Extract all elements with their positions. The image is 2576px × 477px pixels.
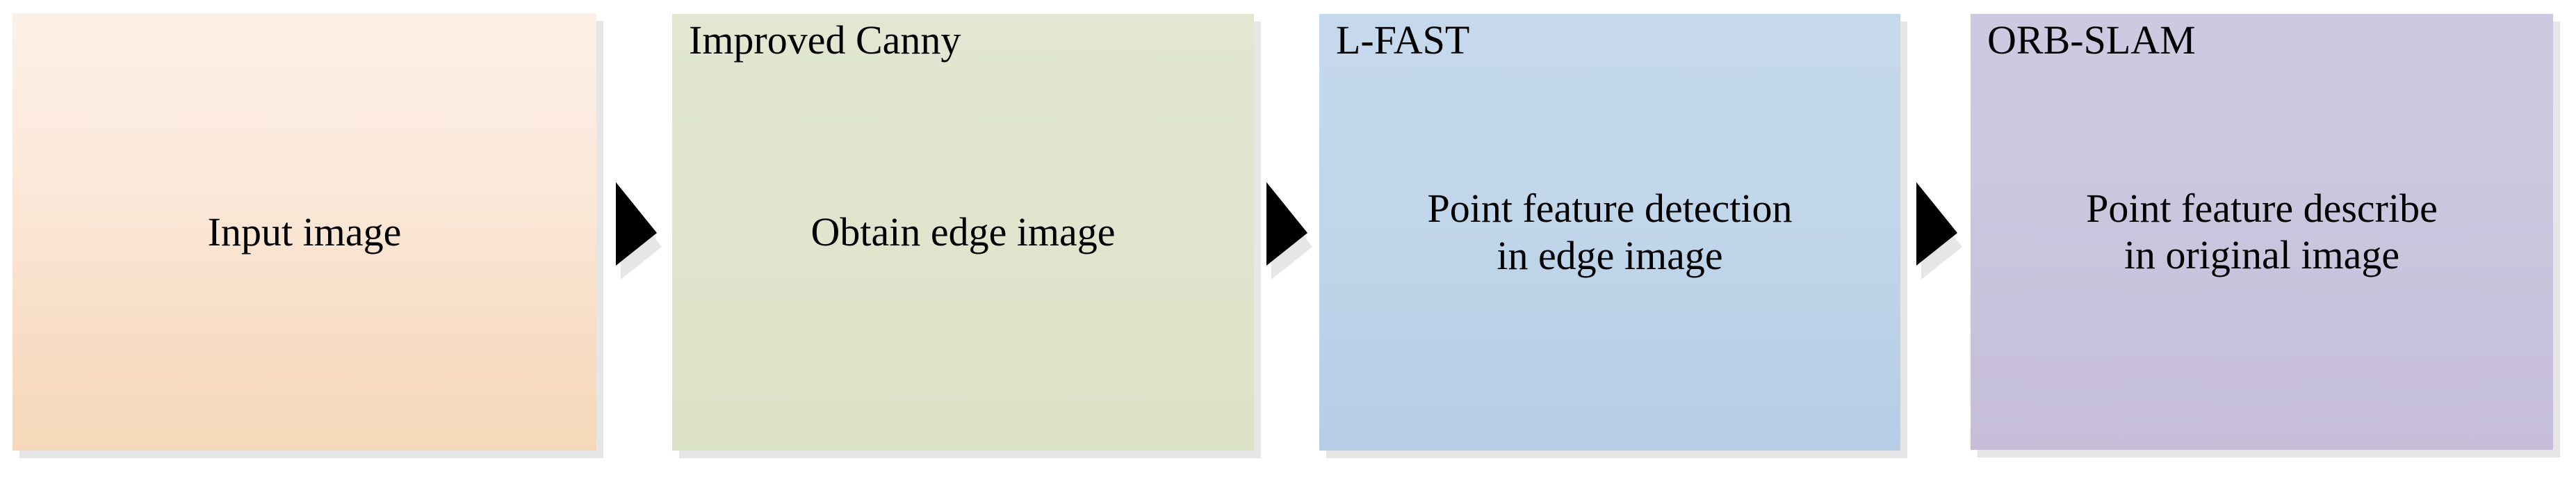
process-node-input-image[interactable]: Input image (13, 13, 603, 458)
arrow-canny-to-lfast (1266, 182, 1312, 280)
process-node-l-fast[interactable]: L-FAST Point feature detection in edge i… (1319, 14, 1907, 458)
node-text: Input image (13, 209, 596, 256)
arrow-right-icon (1266, 182, 1312, 280)
node-body: L-FAST Point feature detection in edge i… (1319, 14, 1900, 451)
node-text-line: in edge image (1497, 233, 1723, 278)
node-body: ORB-SLAM Point feature describe in origi… (1971, 14, 2553, 450)
node-text-line: Input image (207, 209, 402, 254)
arrow-lfast-to-orbslam (1916, 182, 1962, 280)
process-node-orb-slam[interactable]: ORB-SLAM Point feature describe in origi… (1971, 14, 2560, 458)
node-text-line: Obtain edge image (810, 209, 1116, 255)
node-body: Improved Canny Obtain edge image (672, 14, 1254, 451)
arrow-input-to-canny (616, 182, 662, 280)
node-text-line: Point feature detection (1427, 186, 1793, 232)
node-title: Improved Canny (689, 17, 961, 63)
node-text-line: Point feature describe (2086, 185, 2438, 231)
node-text-line: in original image (2123, 232, 2400, 278)
node-text: Point feature describe in original image (1971, 185, 2553, 280)
node-text: Obtain edge image (672, 209, 1254, 256)
node-text: Point feature detection in edge image (1319, 185, 1900, 280)
arrow-right-icon (1916, 182, 1962, 280)
process-node-improved-canny[interactable]: Improved Canny Obtain edge image (672, 14, 1261, 458)
node-body: Input image (13, 13, 596, 451)
node-title: L-FAST (1336, 17, 1470, 63)
node-title: ORB-SLAM (1987, 17, 2196, 63)
arrow-right-icon (616, 182, 662, 280)
